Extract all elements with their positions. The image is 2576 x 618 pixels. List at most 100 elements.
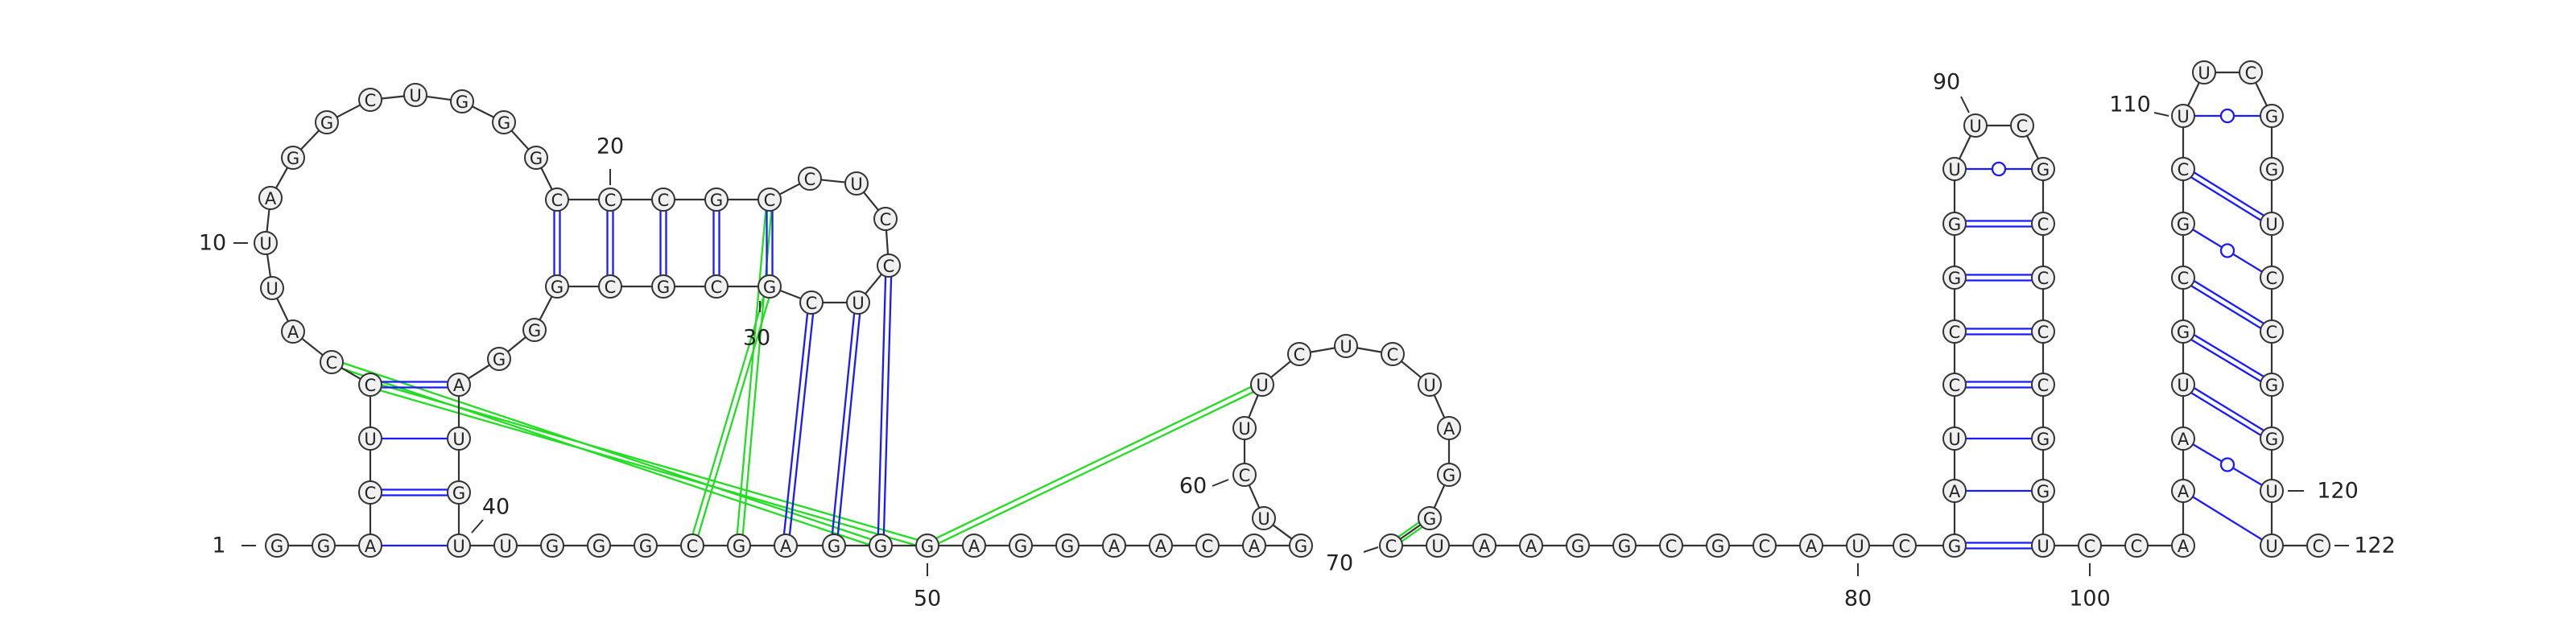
index-label-text: 90 — [1933, 70, 1960, 95]
nucleotide-65: C — [1381, 342, 1405, 366]
pseudoknot-pair-27-49 — [877, 276, 893, 535]
backbone-link — [1270, 360, 1291, 378]
base-pair-109-115 — [2190, 171, 2264, 221]
nucleotide-72: A — [1472, 534, 1496, 558]
nucleotide-base: G — [2177, 323, 2190, 342]
backbone-link — [1248, 484, 1261, 509]
nucleotide-18: G — [524, 146, 548, 170]
nucleotide-80: U — [1846, 534, 1870, 558]
nucleotide-base: G — [528, 321, 541, 340]
nucleotide-67: A — [1437, 416, 1461, 440]
nucleotide-base: U — [2265, 537, 2277, 556]
nucleotide-base: C — [365, 484, 377, 503]
backbone-layer — [266, 71, 2307, 547]
nucleotide-base: C — [1949, 323, 1961, 342]
nucleotide-base: G — [1948, 215, 1961, 234]
backbone-link — [468, 364, 490, 380]
backbone-link — [275, 167, 289, 189]
nucleotide-base: U — [1948, 160, 1960, 179]
index-label-text: 30 — [743, 326, 770, 351]
nucleotide-base: A — [1525, 537, 1538, 556]
nucleotide-base: G — [2265, 376, 2278, 395]
backbone-link — [779, 289, 802, 300]
nucleotide-23: C — [758, 187, 782, 212]
nucleotide-109: C — [2171, 157, 2195, 181]
index-label-text: 80 — [1844, 587, 1872, 612]
pseudoknot-pair-30-45 — [691, 296, 770, 536]
nucleotide-base: A — [968, 537, 980, 556]
pseudoknot-pair-29-47 — [782, 313, 815, 535]
backbone-link — [301, 337, 324, 356]
nucleotide-base: A — [1155, 537, 1167, 556]
nucleotide-base: U — [2265, 482, 2277, 501]
nucleotide-32: G — [651, 274, 675, 299]
nucleotide-110: U — [2171, 104, 2195, 128]
nucleotide-base: U — [1852, 537, 1864, 556]
pseudoknot-pair-28-48 — [831, 313, 861, 535]
nucleotide-base: G — [763, 278, 776, 297]
nucleotide-15: U — [403, 83, 427, 107]
nucleotide-base: A — [287, 323, 299, 342]
nucleotide-33: C — [598, 274, 622, 299]
nucleotide-base: A — [1249, 537, 1261, 556]
nucleotide-base: C — [1202, 537, 1214, 556]
index-label-70: 70 — [1326, 546, 1379, 576]
nucleotide-base: U — [452, 430, 464, 449]
nucleotide-base: G — [1711, 537, 1724, 556]
backbone-link — [820, 179, 846, 183]
nucleotide-49: G — [869, 534, 893, 558]
base-pair-105-119 — [2190, 387, 2264, 436]
index-label-text: 10 — [199, 231, 226, 256]
index-label-text: 50 — [914, 587, 941, 612]
nucleotide-102: A — [2171, 534, 2195, 558]
nucleotide-base: A — [1949, 482, 1961, 501]
nucleotide-base: C — [1294, 345, 1306, 365]
base-pair-103-121 — [2192, 496, 2263, 541]
nucleotide-base: A — [1108, 537, 1121, 556]
nucleotide-28: U — [846, 290, 870, 315]
nucleotide-112: C — [2239, 60, 2263, 84]
index-label-text: 60 — [1179, 474, 1207, 499]
backbone-link — [863, 192, 879, 211]
nucleotide-51: A — [962, 534, 986, 558]
nucleotide-base: G — [287, 149, 299, 168]
nucleotide-90: U — [1963, 113, 1988, 138]
nucleotide-base: G — [317, 537, 330, 556]
index-label-text: 20 — [597, 134, 624, 159]
nucleotide-107: C — [2171, 266, 2195, 290]
nucleotide-47: A — [774, 534, 798, 558]
index-label-30: 30 — [743, 301, 770, 351]
nucleotide-base: C — [764, 191, 776, 210]
nucleotide-83: A — [1942, 479, 1967, 503]
nucleotide-base: G — [921, 537, 934, 556]
nucleotide-1: G — [265, 534, 289, 558]
nucleotide-26: C — [873, 207, 898, 231]
index-label-80: 80 — [1844, 563, 1872, 612]
backbone-link — [1399, 524, 1422, 540]
backbone-link — [266, 253, 272, 278]
base-pair-87-94 — [1966, 274, 2032, 282]
nucleotide-base: C — [365, 91, 377, 110]
nucleotide-base: U — [1256, 376, 1268, 395]
nucleotide-53: G — [1055, 534, 1080, 558]
nucleotide-64: U — [1334, 334, 1358, 358]
nucleotide-base: A — [2178, 430, 2190, 449]
base-pair-86-95 — [1966, 328, 2032, 336]
pseudoknot-pair-7-49 — [341, 362, 872, 546]
nucleotide-base: G — [1423, 509, 1436, 529]
backbone-link — [2026, 135, 2039, 159]
nucleotide-3: A — [358, 534, 382, 558]
nucleotide-74: G — [1566, 534, 1590, 558]
nucleotide-base: C — [687, 537, 699, 556]
index-label-60: 60 — [1179, 474, 1229, 499]
nucleotide-7: C — [320, 350, 344, 374]
nucleotide-122: C — [2306, 534, 2330, 558]
nucleotide-42: G — [540, 534, 564, 558]
nucleotide-36: G — [487, 347, 511, 371]
index-label-text: 100 — [2069, 587, 2111, 612]
nucleotide-60: C — [1232, 463, 1257, 487]
base-pair-layer — [382, 108, 2264, 550]
nucleotide-base: U — [409, 86, 421, 105]
nucleotide-base: C — [1387, 345, 1399, 365]
nucleotide-base: G — [2265, 160, 2278, 179]
